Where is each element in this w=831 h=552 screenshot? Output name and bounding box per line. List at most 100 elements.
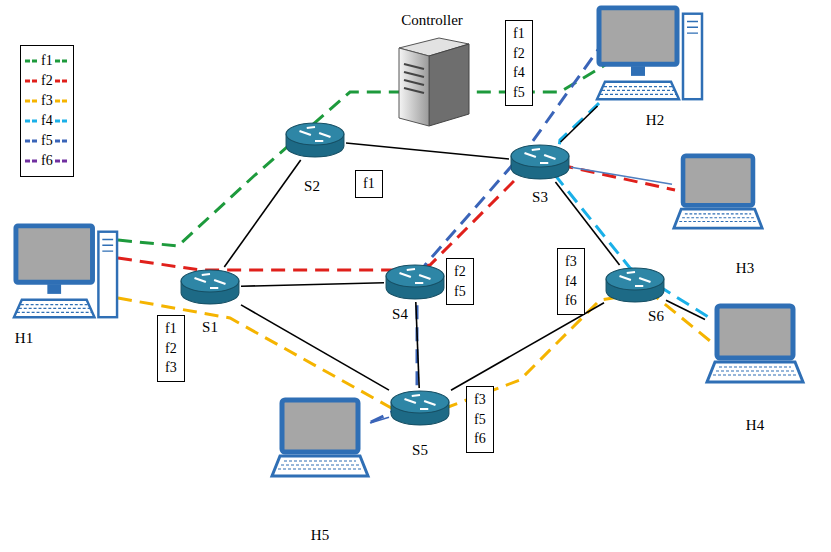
network-link — [224, 160, 300, 267]
legend-line — [55, 138, 69, 144]
switch-arrow — [412, 395, 420, 396]
legend-text: f4 — [39, 113, 55, 129]
node-label: S6 — [646, 308, 666, 325]
switch-arrow — [540, 162, 548, 164]
legend-stroke — [25, 120, 39, 123]
server-icon — [393, 34, 471, 129]
laptop-keys — [716, 370, 794, 371]
node-label: S5 — [410, 442, 430, 459]
host-node: H5 — [270, 396, 370, 480]
laptop-screen — [282, 400, 358, 452]
legend-line — [25, 98, 39, 104]
legend-text: f2 — [39, 73, 55, 89]
laptop-keys — [713, 374, 797, 375]
laptop-icon — [270, 396, 370, 480]
network-link — [561, 106, 598, 142]
network-link — [241, 283, 384, 286]
laptop-keys — [682, 217, 754, 218]
switch-arrow — [195, 278, 206, 282]
keyboard — [14, 300, 95, 317]
switch-icon — [389, 388, 451, 428]
legend-stroke — [25, 100, 39, 103]
laptop-base — [707, 362, 803, 382]
legend-text: f1 — [39, 53, 55, 69]
switch-node: S4 — [384, 262, 446, 302]
switch-arrow — [635, 285, 643, 287]
legend-stroke — [55, 100, 69, 103]
switch-arrow — [400, 273, 411, 277]
switch-arrow — [532, 149, 540, 150]
server-slot — [404, 88, 424, 93]
switch-arrow — [407, 269, 415, 270]
legend-stroke — [55, 80, 69, 83]
switch-arrow — [315, 140, 323, 142]
switch-node: S1 — [179, 267, 241, 307]
laptop-icon — [705, 302, 805, 386]
legend-row: f4 — [25, 111, 69, 131]
switch-arrow — [419, 275, 430, 279]
key-row — [21, 304, 89, 305]
flow-table-box: f3 f4 f6 — [557, 248, 585, 315]
legend-stroke — [25, 160, 39, 163]
node-label: S3 — [530, 189, 550, 206]
switch-top — [181, 270, 239, 292]
tower-slots — [102, 239, 113, 251]
flow-table-box: f3 f5 f6 — [466, 386, 494, 453]
node-label: H1 — [13, 330, 35, 347]
switch-arrow — [202, 274, 210, 275]
switch-icon — [284, 120, 346, 160]
key-row — [17, 312, 93, 313]
legend-row: f3 — [25, 91, 69, 111]
node-label: S2 — [302, 178, 322, 195]
switch-arrow — [214, 280, 225, 284]
controller-node: Controller — [393, 34, 471, 129]
node-label: H5 — [309, 527, 331, 544]
network-link — [666, 300, 705, 319]
flow-list: f1 — [363, 174, 375, 194]
flow-table-box: f1 — [355, 170, 383, 198]
host-node: H3 — [672, 152, 764, 232]
network-link — [346, 143, 509, 159]
network-link — [370, 417, 389, 423]
legend-line — [55, 58, 69, 64]
laptop-keys — [685, 213, 751, 214]
legend-stroke — [25, 60, 39, 63]
switch-arrow — [620, 276, 631, 280]
node-label: S4 — [390, 306, 410, 323]
tower — [683, 14, 702, 99]
laptop-screen — [717, 306, 793, 358]
node-label: H2 — [644, 112, 666, 129]
flow-path-group — [118, 40, 715, 425]
network-link — [416, 302, 419, 388]
laptop-base — [674, 209, 762, 228]
desktop-icon — [12, 222, 120, 324]
network-link — [241, 305, 389, 390]
legend-row: f1 — [25, 51, 69, 71]
switch-node: S3 — [509, 142, 571, 182]
server-slot — [404, 80, 424, 85]
key-row — [19, 308, 91, 309]
key-row — [602, 90, 675, 91]
switch-arrow — [210, 287, 218, 289]
host-node: H4 — [705, 302, 805, 386]
switch-icon — [384, 262, 446, 302]
switch-top — [511, 145, 569, 167]
laptop-keys — [278, 468, 362, 469]
legend-line — [55, 118, 69, 124]
laptop-icon — [672, 152, 764, 232]
laptop-keys — [679, 221, 756, 222]
switch-icon — [509, 142, 571, 182]
switch-top — [391, 391, 449, 413]
node-label: H3 — [734, 260, 756, 277]
monitor — [16, 226, 93, 282]
laptop-base — [272, 456, 368, 476]
keyboard — [597, 82, 679, 99]
server-side — [429, 44, 469, 126]
legend-stroke — [25, 80, 39, 83]
legend-stroke — [55, 160, 69, 163]
legend-line — [25, 158, 39, 164]
flow-list: f1 f2 f4 f5 — [513, 24, 525, 102]
server-slot — [404, 72, 424, 77]
key-row — [600, 94, 677, 95]
legend-line — [25, 118, 39, 124]
